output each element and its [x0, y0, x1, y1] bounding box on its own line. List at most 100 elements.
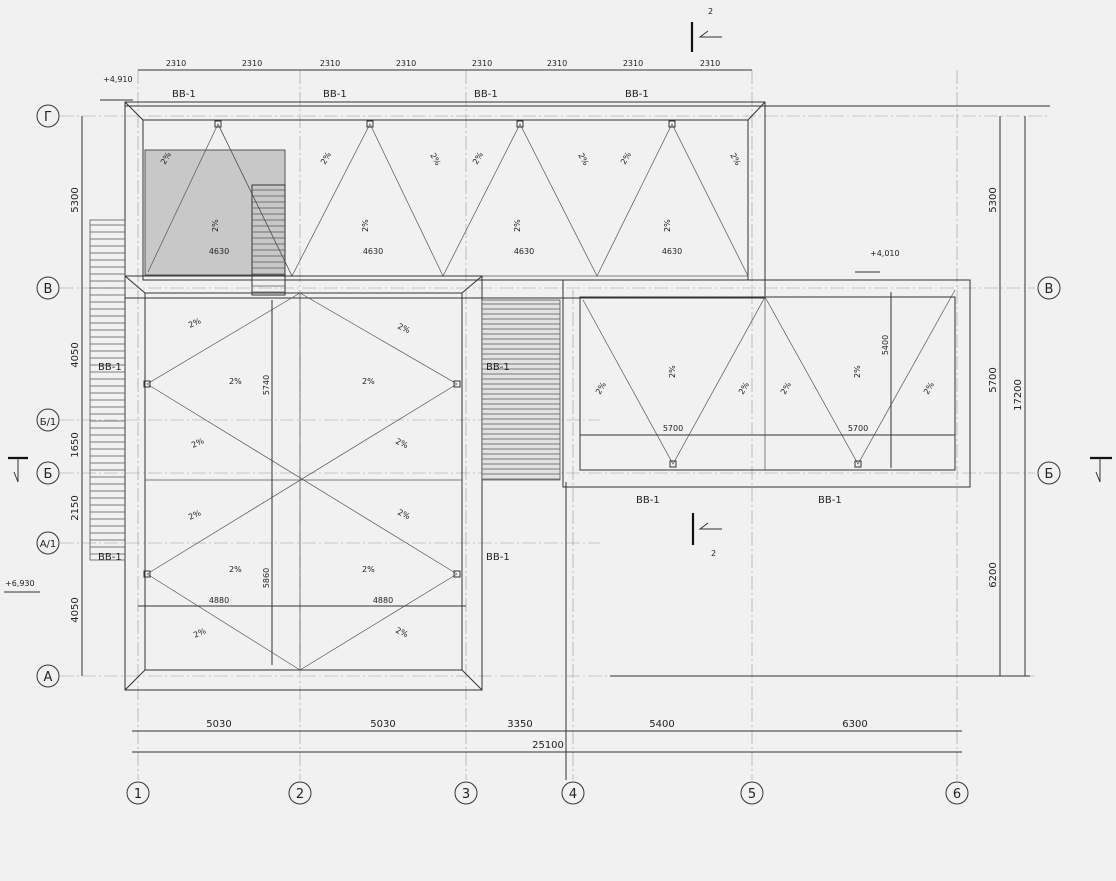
- dim-left: 1650: [70, 432, 81, 457]
- drain-label: ВВ-1: [625, 89, 649, 100]
- dim-right-total: 17200: [1013, 379, 1024, 411]
- slope-label: 2%: [211, 219, 220, 232]
- axis-col-2: 2: [296, 787, 304, 802]
- slope-label: 2%: [853, 365, 862, 378]
- section-marks: [4, 22, 1112, 593]
- dim-right: 5300: [988, 187, 999, 212]
- slope-label: 2%: [619, 150, 633, 166]
- drain-label: ВВ-1: [172, 89, 196, 100]
- axis-labels: 1 2 3 4 5 6 Г В Б/1 Б А/1 А В Б: [40, 110, 1054, 802]
- axis-row-b-right: Б: [1045, 467, 1054, 482]
- dim-top: 2310: [700, 59, 720, 68]
- dim-bottom-total: 25100: [532, 740, 564, 751]
- drain-label: ВВ-1: [323, 89, 347, 100]
- drain-label: ВВ-1: [486, 362, 510, 373]
- slope-label: 2%: [471, 150, 485, 166]
- dim-bottom: 5030: [206, 719, 231, 730]
- level-mark: +4,910: [103, 75, 133, 84]
- dim-inner: 5400: [881, 335, 890, 355]
- slope-label: 2%: [779, 380, 793, 396]
- axis-col-3: 3: [462, 787, 470, 802]
- slope-label: 2%: [192, 626, 208, 640]
- dim-top: 2310: [242, 59, 262, 68]
- slope-label: 2%: [229, 565, 242, 574]
- roof-drains: [143, 120, 862, 578]
- dim-inner: 4630: [514, 247, 534, 256]
- slope-label: 2%: [229, 377, 242, 386]
- slope-label: 2%: [513, 219, 522, 232]
- drain-label: ВВ-1: [818, 495, 842, 506]
- dimension-lines: [81, 69, 1026, 753]
- slope-label: 2%: [576, 152, 590, 168]
- slope-label: 2%: [361, 219, 370, 232]
- dim-left: 4050: [70, 342, 81, 367]
- axis-row-b1: Б/1: [40, 417, 57, 428]
- axis-row-a: А: [44, 670, 53, 685]
- slope-label: 2%: [187, 508, 203, 522]
- dim-inner: 4630: [662, 247, 682, 256]
- slope-label: 2%: [428, 152, 442, 168]
- slope-label: 2%: [362, 565, 375, 574]
- dim-top: 2310: [396, 59, 416, 68]
- stairs: [89, 219, 561, 561]
- roof-block-main: [124, 275, 483, 691]
- slope-label: 2%: [190, 436, 206, 450]
- roof-block-top: [124, 101, 1050, 299]
- axis-bubbles: [36, 104, 1061, 805]
- axis-row-b: Б: [44, 467, 53, 482]
- dimension-texts: 2310 2310 2310 2310 2310 2310 2310 2310 …: [70, 59, 1024, 751]
- dim-bottom: 6300: [842, 719, 867, 730]
- level-mark: +6,930: [5, 579, 35, 588]
- dim-left: 4050: [70, 597, 81, 622]
- drain-label: ВВ-1: [486, 552, 510, 563]
- slope-label: 2%: [396, 322, 412, 336]
- level-mark: +4,010: [870, 249, 900, 258]
- gravel-area: [144, 149, 286, 276]
- slope-label: 2%: [319, 150, 333, 166]
- drain-label: ВВ-1: [636, 495, 660, 506]
- slope-label: 2%: [728, 152, 742, 168]
- slope-label: 2%: [737, 380, 751, 396]
- dim-inner: 5700: [663, 424, 683, 433]
- axis-row-v-right: В: [1045, 282, 1054, 297]
- drain-label: ВВ-1: [98, 362, 122, 373]
- slope-label: 2%: [396, 508, 412, 522]
- dim-top: 2310: [623, 59, 643, 68]
- dim-inner: 5740: [262, 375, 271, 395]
- roof-block-right: [562, 279, 1030, 780]
- dim-inner: 4630: [209, 247, 229, 256]
- dim-inner: 5700: [848, 424, 868, 433]
- section-number: 2: [708, 7, 713, 16]
- slope-label: 2%: [362, 377, 375, 386]
- dim-top: 2310: [472, 59, 492, 68]
- dim-right: 6200: [988, 562, 999, 587]
- dim-top: 2310: [320, 59, 340, 68]
- dim-left: 5300: [70, 187, 81, 212]
- dim-bottom: 5030: [370, 719, 395, 730]
- dim-bottom: 5400: [649, 719, 674, 730]
- dim-inner: 4880: [373, 596, 393, 605]
- dim-inner: 4880: [209, 596, 229, 605]
- level-marks: +4,910 +4,010 +6,930 2 2: [5, 7, 900, 588]
- slope-label: 2%: [394, 437, 410, 451]
- dim-top: 2310: [166, 59, 186, 68]
- slope-label: 2%: [594, 380, 608, 396]
- slope-label: 2%: [668, 365, 677, 378]
- slope-label: 2%: [663, 219, 672, 232]
- axis-col-1: 1: [134, 787, 142, 802]
- drain-label: ВВ-1: [98, 552, 122, 563]
- drain-label: ВВ-1: [474, 89, 498, 100]
- slope-label: 2%: [922, 380, 936, 396]
- slope-label: 2%: [187, 316, 203, 330]
- drain-labels: ВВ-1 ВВ-1 ВВ-1 ВВ-1 ВВ-1 ВВ-1 ВВ-1 ВВ-1 …: [98, 89, 842, 563]
- axis-row-v: В: [44, 282, 53, 297]
- dim-left: 2150: [70, 495, 81, 520]
- slope-label: 2%: [394, 626, 410, 640]
- dim-right: 5700: [988, 367, 999, 392]
- dim-inner: 5860: [262, 568, 271, 588]
- dim-inner: 4630: [363, 247, 383, 256]
- dim-bottom: 3350: [507, 719, 532, 730]
- axis-row-g: Г: [44, 110, 52, 125]
